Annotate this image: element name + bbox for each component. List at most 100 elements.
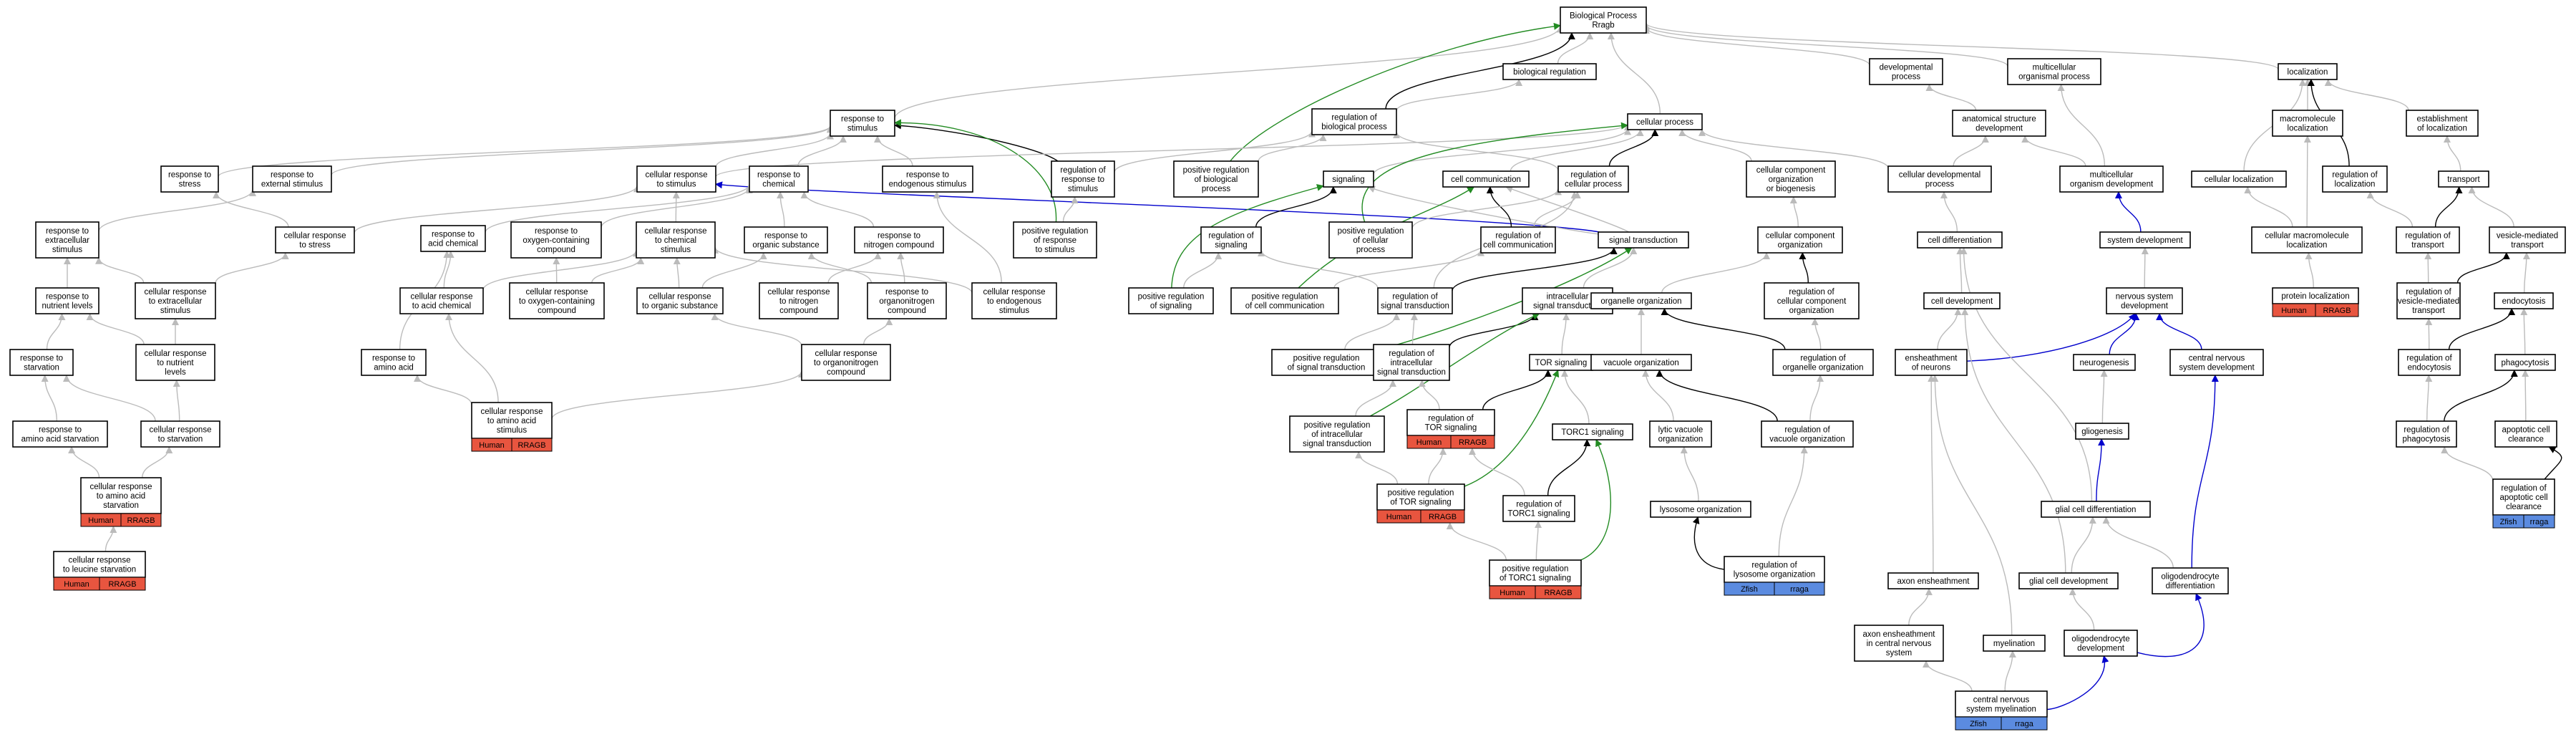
go-term-node[interactable]: TOR signaling [1529,354,1593,371]
go-term-node[interactable]: cell communication [1442,170,1530,188]
go-term-node[interactable]: endocytosis [2494,292,2554,309]
go-term-node[interactable]: neurogenesis [2073,354,2136,371]
go-term-node[interactable]: localization [2278,63,2338,80]
go-term-node[interactable]: cell differentiation [1917,231,2003,249]
go-term-node[interactable]: organelle organization [1590,292,1692,309]
go-term-node[interactable]: vacuole organization [1590,354,1692,371]
go-term-node[interactable]: transport [2438,170,2489,188]
go-term-node[interactable]: glial cell differentiation [2041,501,2151,518]
go-term-node[interactable]: glial cell development [2018,572,2119,589]
go-term-node[interactable]: cellular localization [2191,170,2287,188]
go-term-node[interactable]: system development [2099,231,2191,249]
go-term-node[interactable]: axon ensheathment [1887,572,1979,589]
go-term-node[interactable]: cellular process [1627,113,1703,130]
go-term-node[interactable]: signal transduction [1598,231,1689,249]
go-term-node[interactable]: lysosome organization [1650,501,1751,518]
go-term-node[interactable]: cell development [1923,292,2001,309]
go-term-node[interactable]: gliogenesis [2075,423,2129,440]
go-term-node[interactable]: myelination [1983,635,2046,652]
go-term-node[interactable]: signaling [1323,170,1374,188]
go-term-node[interactable]: TORC1 signaling [1552,423,1633,440]
go-term-node[interactable]: biological regulation [1502,63,1597,80]
